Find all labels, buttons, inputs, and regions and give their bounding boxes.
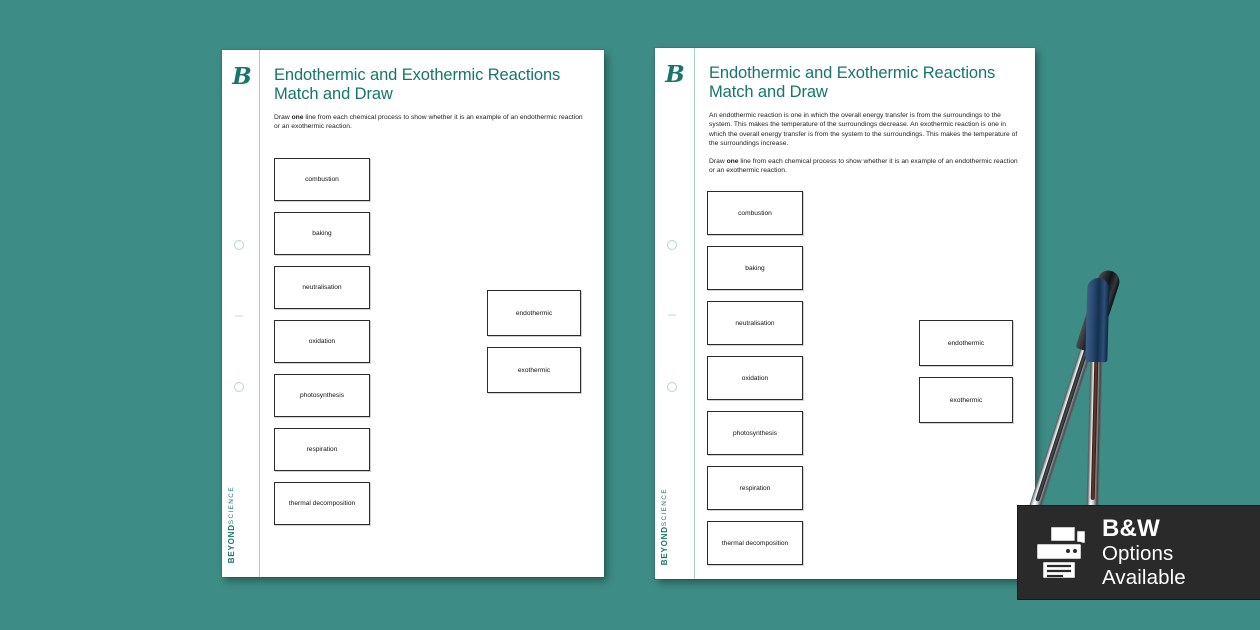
brand-footer-left: BEYONDSCIENCE: [227, 486, 255, 563]
answer-box-exothermic[interactable]: exothermic: [487, 347, 581, 393]
pen-cap: [1085, 277, 1110, 363]
page-body-left: Endothermic and Exothermic Reactions Mat…: [274, 66, 590, 140]
process-box[interactable]: photosynthesis: [274, 374, 370, 417]
page-spine-right: [655, 48, 695, 579]
title-line-1: Endothermic and Exothermic Reactions: [709, 64, 996, 82]
brand-subject: SCIENCE: [228, 485, 235, 524]
brand-subject: SCIENCE: [661, 487, 668, 526]
instruction-emphasis: one: [291, 114, 304, 121]
answer-box-endothermic[interactable]: endothermic: [919, 320, 1013, 366]
page-body-right: Endothermic and Exothermic Reactions Mat…: [709, 64, 1021, 183]
punch-hole-bottom: [234, 382, 244, 392]
process-box[interactable]: neutralisation: [274, 266, 370, 309]
process-box[interactable]: neutralisation: [707, 301, 803, 345]
worksheet-page-2[interactable]: B BEYONDSCIENCE Endothermic and Exotherm…: [655, 48, 1035, 579]
brand-name: BEYOND: [227, 523, 236, 563]
answer-box-exothermic[interactable]: exothermic: [919, 377, 1013, 423]
title-line-2: Match and Draw: [274, 85, 393, 103]
process-box[interactable]: combustion: [707, 191, 803, 235]
instruction-pre: Draw: [274, 114, 292, 121]
blue-ballpoint-pen: [1078, 277, 1112, 533]
process-box-column-right: combustion baking neutralisation oxidati…: [707, 191, 803, 576]
badge-subtitle: Options Available: [1102, 541, 1186, 589]
process-box[interactable]: respiration: [274, 428, 370, 471]
punch-hole-top: [234, 240, 244, 250]
process-box[interactable]: combustion: [274, 158, 370, 201]
process-box-column-left: combustion baking neutralisation oxidati…: [274, 158, 370, 536]
brand-footer-right: BEYONDSCIENCE: [660, 488, 688, 565]
instruction-emphasis: one: [726, 157, 739, 165]
process-box[interactable]: oxidation: [707, 356, 803, 400]
process-box[interactable]: baking: [707, 246, 803, 290]
printer-icon: [1030, 524, 1092, 582]
worksheet-page-1[interactable]: B BEYONDSCIENCE Endothermic and Exotherm…: [222, 50, 604, 577]
answer-box-column-left: endothermic exothermic: [487, 290, 581, 404]
instruction-text-right: Draw one line from each chemical process…: [709, 157, 1021, 176]
instruction-text-left: Draw one line from each chemical process…: [274, 113, 590, 132]
beyond-logo-icon: B: [665, 61, 685, 88]
punch-hole-top: [667, 240, 677, 250]
title-line-2: Match and Draw: [709, 83, 828, 101]
intro-paragraph: An endothermic reaction is one in which …: [709, 112, 1018, 148]
page-title-left: Endothermic and Exothermic Reactions Mat…: [274, 66, 590, 104]
title-line-1: Endothermic and Exothermic Reactions: [274, 66, 561, 84]
punch-hole-mark: [235, 315, 243, 317]
badge-text: B&W Options Available: [1102, 514, 1260, 590]
process-box[interactable]: oxidation: [274, 320, 370, 363]
beyond-logo-icon: B: [232, 63, 252, 90]
punch-hole-bottom: [667, 382, 677, 392]
process-box[interactable]: thermal decomposition: [707, 521, 803, 565]
instruction-pre: Draw: [709, 157, 727, 165]
punch-hole-mark: [668, 314, 676, 316]
badge-title: B&W: [1102, 514, 1160, 542]
page-spine-left: [222, 50, 260, 577]
process-box[interactable]: thermal decomposition: [274, 482, 370, 525]
brand-name: BEYOND: [660, 525, 669, 565]
answer-box-column-right: endothermic exothermic: [919, 320, 1013, 434]
answer-box-endothermic[interactable]: endothermic: [487, 290, 581, 336]
process-box[interactable]: baking: [274, 212, 370, 255]
page-title-right: Endothermic and Exothermic Reactions Mat…: [709, 64, 1021, 102]
instruction-post: line from each chemical process to show …: [709, 157, 1018, 175]
process-box[interactable]: photosynthesis: [707, 411, 803, 455]
bw-options-badge[interactable]: B&W Options Available: [1018, 506, 1260, 599]
instruction-post: line from each chemical process to show …: [274, 114, 583, 131]
process-box[interactable]: respiration: [707, 466, 803, 510]
